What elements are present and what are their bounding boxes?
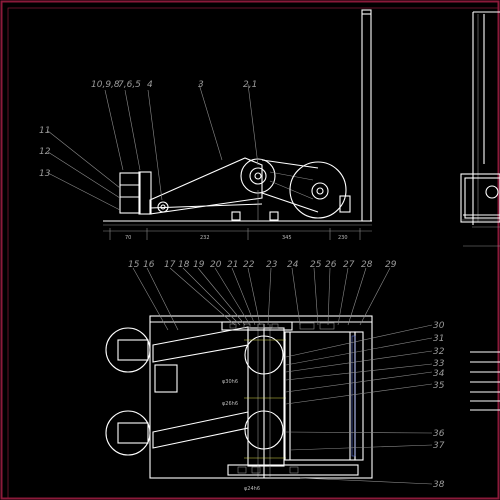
side-label-7-6-5: 7,6,5 bbox=[118, 80, 141, 90]
end-view bbox=[460, 11, 500, 247]
plan-label-22: 22 bbox=[243, 260, 255, 270]
plan-label-27: 27 bbox=[343, 260, 355, 270]
plan-label-15: 15 bbox=[128, 260, 140, 270]
side-dim-3: 230 bbox=[338, 235, 348, 241]
plan-dim-0: φ30h6 bbox=[222, 379, 238, 385]
side-view: 70 232 345 230 10,9,8 7,6,5 4 3 2,1 11 1… bbox=[39, 9, 372, 241]
plan-label-36: 36 bbox=[433, 429, 445, 439]
plan-label-29: 29 bbox=[385, 260, 397, 270]
plan-label-33: 33 bbox=[433, 359, 445, 369]
plan-label-24: 24 bbox=[287, 260, 299, 270]
side-label-3: 3 bbox=[198, 80, 204, 90]
drawing-border-inner bbox=[7, 7, 499, 499]
plan-top-leaders bbox=[132, 267, 391, 331]
plan-label-32: 32 bbox=[433, 347, 445, 357]
plan-label-20: 20 bbox=[210, 260, 222, 270]
plan-label-26: 26 bbox=[325, 260, 337, 270]
technical-notes bbox=[470, 351, 500, 411]
plan-label-23: 23 bbox=[266, 260, 278, 270]
side-label-2-1: 2,1 bbox=[243, 80, 257, 90]
plan-label-37: 37 bbox=[433, 441, 445, 451]
side-label-13: 13 bbox=[39, 169, 51, 179]
plan-label-16: 16 bbox=[143, 260, 155, 270]
plan-label-35: 35 bbox=[433, 381, 445, 391]
side-label-12: 12 bbox=[39, 147, 51, 157]
plan-label-17: 17 bbox=[164, 260, 176, 270]
side-label-10-9-8: 10,9,8 bbox=[91, 80, 120, 90]
plan-label-31: 31 bbox=[433, 334, 444, 344]
plan-label-34: 34 bbox=[433, 369, 445, 379]
plan-label-38: 38 bbox=[433, 480, 445, 490]
plan-label-18: 18 bbox=[178, 260, 190, 270]
side-dim-1: 232 bbox=[200, 235, 210, 241]
plan-label-21: 21 bbox=[227, 260, 238, 270]
side-dim-2: 345 bbox=[282, 235, 292, 241]
plan-label-19: 19 bbox=[193, 260, 205, 270]
plan-dim-2: φ24h6 bbox=[244, 486, 260, 492]
plan-label-28: 28 bbox=[361, 260, 373, 270]
plan-dim-1: φ26h6 bbox=[222, 401, 238, 407]
side-label-4: 4 bbox=[147, 80, 153, 90]
plan-view: φ30h6 φ26h6 φ24h6 15 16 17 18 19 20 21 bbox=[105, 260, 445, 492]
side-dim-0: 70 bbox=[125, 235, 131, 241]
side-label-11: 11 bbox=[39, 126, 50, 136]
plan-right-leaders bbox=[285, 324, 433, 485]
plan-label-25: 25 bbox=[310, 260, 322, 270]
plan-label-30: 30 bbox=[433, 321, 445, 331]
